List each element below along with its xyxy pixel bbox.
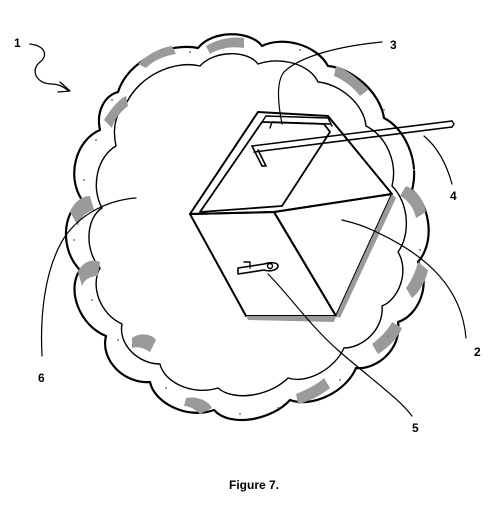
- figure-caption: Figure 7.: [229, 478, 279, 492]
- leader-line-4: [424, 136, 452, 184]
- label-ref-4: 4: [450, 189, 457, 203]
- box-body: [190, 112, 396, 322]
- label-ref-6: 6: [38, 371, 45, 385]
- box-latch: [238, 262, 278, 274]
- label-ref-2: 2: [474, 345, 481, 359]
- box-opening-flap: [200, 116, 332, 212]
- reference-labels: 1 3 4 2 6 5: [14, 36, 481, 435]
- box-side-face: [274, 194, 392, 316]
- label-ref-1: 1: [14, 36, 21, 50]
- leader-lines: [30, 42, 466, 416]
- leader-line-3: [279, 42, 383, 124]
- label-ref-5: 5: [412, 421, 419, 435]
- label-ref-3: 3: [390, 38, 397, 52]
- cushion-outer-outline: [66, 34, 429, 420]
- rod-tube: [252, 121, 454, 166]
- leader-line-5: [268, 274, 412, 416]
- leader-line-1: [30, 44, 68, 90]
